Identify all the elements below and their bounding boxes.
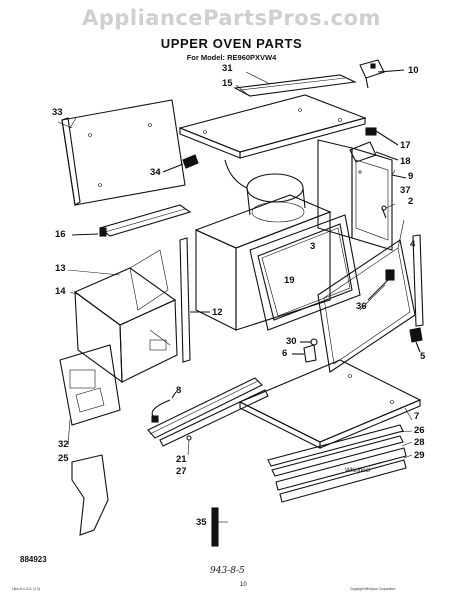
part-bottom-panel	[238, 359, 422, 449]
callout-7: 7	[414, 411, 420, 422]
diagram-title: UPPER OVEN PARTS	[160, 36, 303, 51]
fine-print-right: Copyright Whirlpool Corporation	[350, 587, 396, 591]
figure-code: 884923	[20, 555, 47, 564]
part-top-rail	[71, 204, 192, 237]
part-back-panel	[57, 99, 186, 206]
part-lower-bracket	[71, 454, 109, 536]
part-side-frame	[317, 139, 407, 251]
callout-17: 17	[400, 140, 411, 151]
leader-lines	[67, 71, 413, 523]
callout-12: 12	[212, 307, 223, 318]
part-bracket-top-right	[359, 59, 405, 89]
fine-print-left: Litho in U.S.A. (1.3)	[12, 587, 40, 591]
callout-36: 36	[356, 301, 367, 312]
callout-25: 25	[58, 453, 69, 464]
part-lower-side-panel	[59, 344, 121, 426]
part-inner-door	[317, 239, 416, 373]
part-oven-cavity	[194, 159, 332, 331]
callout-33: 33	[52, 107, 63, 118]
callout-9: 9	[408, 171, 414, 182]
part-front-trim-strips: Whirlpool	[267, 424, 407, 503]
callout-27: 27	[176, 466, 187, 477]
part-side-panel-box	[73, 249, 178, 384]
callout-8: 8	[176, 385, 182, 396]
callout-13: 13	[55, 263, 66, 274]
model-subtitle: For Model: RE960PXVW4	[186, 53, 277, 62]
handwritten-note: 943-8-5	[210, 566, 245, 576]
part-top-strip	[233, 74, 357, 97]
callout-16: 16	[55, 229, 66, 240]
callout-14: 14	[55, 286, 66, 297]
callout-5: 5	[420, 351, 426, 362]
part-element-connector	[151, 391, 177, 423]
callout-21: 21	[176, 454, 187, 465]
callout-3: 3	[310, 241, 316, 252]
callout-2: 2	[408, 196, 414, 207]
part-plug	[162, 154, 199, 173]
part-small-brackets	[292, 338, 318, 363]
part-screw	[381, 205, 387, 219]
callout-18: 18	[400, 156, 411, 167]
callout-28: 28	[414, 437, 425, 448]
callout-37: 37	[400, 185, 411, 196]
part-switch-parts	[349, 127, 399, 163]
part-latch	[409, 327, 423, 353]
callout-26: 26	[414, 425, 425, 436]
callout-34: 34	[150, 167, 161, 178]
callout-32: 32	[58, 439, 69, 450]
callout-6: 6	[282, 348, 288, 359]
callout-15: 15	[222, 78, 233, 89]
watermark: AppliancePartsPros.com	[82, 6, 381, 30]
svg-text:Whirlpool: Whirlpool	[345, 468, 371, 474]
part-handle	[211, 507, 219, 547]
part-side-strip	[412, 234, 424, 327]
callout-4: 4	[410, 239, 416, 250]
callout-10: 10	[408, 65, 419, 76]
bottom-center-number: 10	[240, 582, 247, 588]
callout-31: 31	[222, 63, 233, 74]
part-door-gasket	[249, 214, 361, 331]
callout-35: 35	[196, 517, 207, 528]
callout-30: 30	[286, 336, 297, 347]
part-top-panel	[178, 94, 367, 159]
callout-19: 19	[284, 275, 295, 286]
part-lower-rail	[147, 377, 269, 447]
callout-29: 29	[414, 450, 425, 461]
part-vertical-trim	[179, 237, 210, 363]
